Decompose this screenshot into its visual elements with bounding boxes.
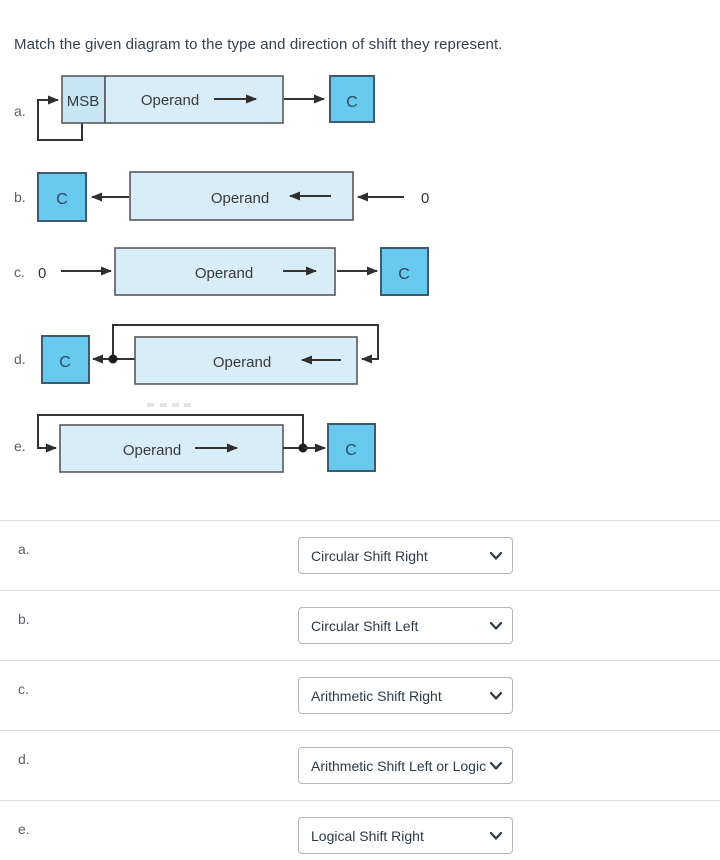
carry-box <box>380 247 429 296</box>
diagram-b-label: b. <box>14 189 26 205</box>
carry-label: C <box>56 191 68 208</box>
answer-row-label: b. <box>18 611 30 627</box>
answer-select-e[interactable]: Logical Shift Right <box>298 817 513 854</box>
question-prompt: Match the given diagram to the type and … <box>14 36 503 53</box>
answer-row-label: d. <box>18 751 30 767</box>
carry-box <box>327 423 376 472</box>
operand-label: Operand <box>213 354 271 371</box>
chevron-down-icon <box>490 621 502 630</box>
chevron-down-icon <box>490 551 502 560</box>
operand-label: Operand <box>195 265 253 282</box>
msb-label: MSB <box>67 93 100 110</box>
answer-row-d: d. Arithmetic Shift Left or Logica <box>0 730 720 800</box>
feedback-loop-arrow <box>112 324 379 364</box>
answer-row-c: c. Arithmetic Shift Right <box>0 660 720 730</box>
diagram-e-label: e. <box>14 438 26 454</box>
answer-row-label: a. <box>18 541 30 557</box>
operand-box <box>59 424 284 473</box>
carry-label: C <box>59 354 71 371</box>
answer-row-a: a. Circular Shift Right <box>0 520 720 590</box>
diagram-e: e. Operand C <box>14 403 376 473</box>
carry-label: C <box>345 442 357 459</box>
answer-select-b[interactable]: Circular Shift Left <box>298 607 513 644</box>
answer-select-c[interactable]: Arithmetic Shift Right <box>298 677 513 714</box>
diagram-c: c. 0 Operand C <box>14 247 429 296</box>
diagram-a: a. MSB Operand C <box>14 75 375 141</box>
selected-option-text: Circular Shift Left <box>311 617 419 634</box>
zero-label: 0 <box>421 190 429 207</box>
junction-dot <box>108 354 118 364</box>
carry-label: C <box>398 266 410 283</box>
answer-row-b: b. Circular Shift Left <box>0 590 720 660</box>
carry-box <box>329 75 375 123</box>
operand-label: Operand <box>211 190 269 207</box>
answer-row-label: c. <box>18 681 29 697</box>
diagram-c-label: c. <box>14 264 25 280</box>
answer-select-a[interactable]: Circular Shift Right <box>298 537 513 574</box>
answer-select-d[interactable]: Arithmetic Shift Left or Logica <box>298 747 513 784</box>
answer-row-e: e. Logical Shift Right <box>0 800 720 860</box>
carry-box <box>37 172 87 222</box>
diagram-b: b. C Operand 0 <box>14 171 429 222</box>
answer-row-label: e. <box>18 821 30 837</box>
diagram-a-label: a. <box>14 103 26 119</box>
shift-diagrams-figure: a. MSB Operand C b. C Operand 0 c. 0 <box>14 75 429 473</box>
diagram-d: d. C Operand <box>14 324 379 385</box>
selected-option-text: Arithmetic Shift Left or Logica <box>311 757 486 774</box>
feedback-loop-arrow <box>37 414 304 453</box>
zero-label: 0 <box>38 265 46 282</box>
cropped-text-artifact <box>147 403 191 407</box>
chevron-down-icon <box>490 691 502 700</box>
carry-box <box>41 335 90 384</box>
carry-label: C <box>346 94 358 111</box>
chevron-down-icon <box>490 761 502 770</box>
loop-arrow <box>37 95 83 141</box>
diagram-d-label: d. <box>14 351 26 367</box>
operand-label: Operand <box>123 442 181 459</box>
chevron-down-icon <box>490 831 502 840</box>
operand-label: Operand <box>141 92 199 109</box>
selected-option-text: Arithmetic Shift Right <box>311 687 442 704</box>
selected-option-text: Circular Shift Right <box>311 547 428 564</box>
answer-section: a. Circular Shift Right b. Circular Shif… <box>0 520 720 860</box>
selected-option-text: Logical Shift Right <box>311 827 424 844</box>
